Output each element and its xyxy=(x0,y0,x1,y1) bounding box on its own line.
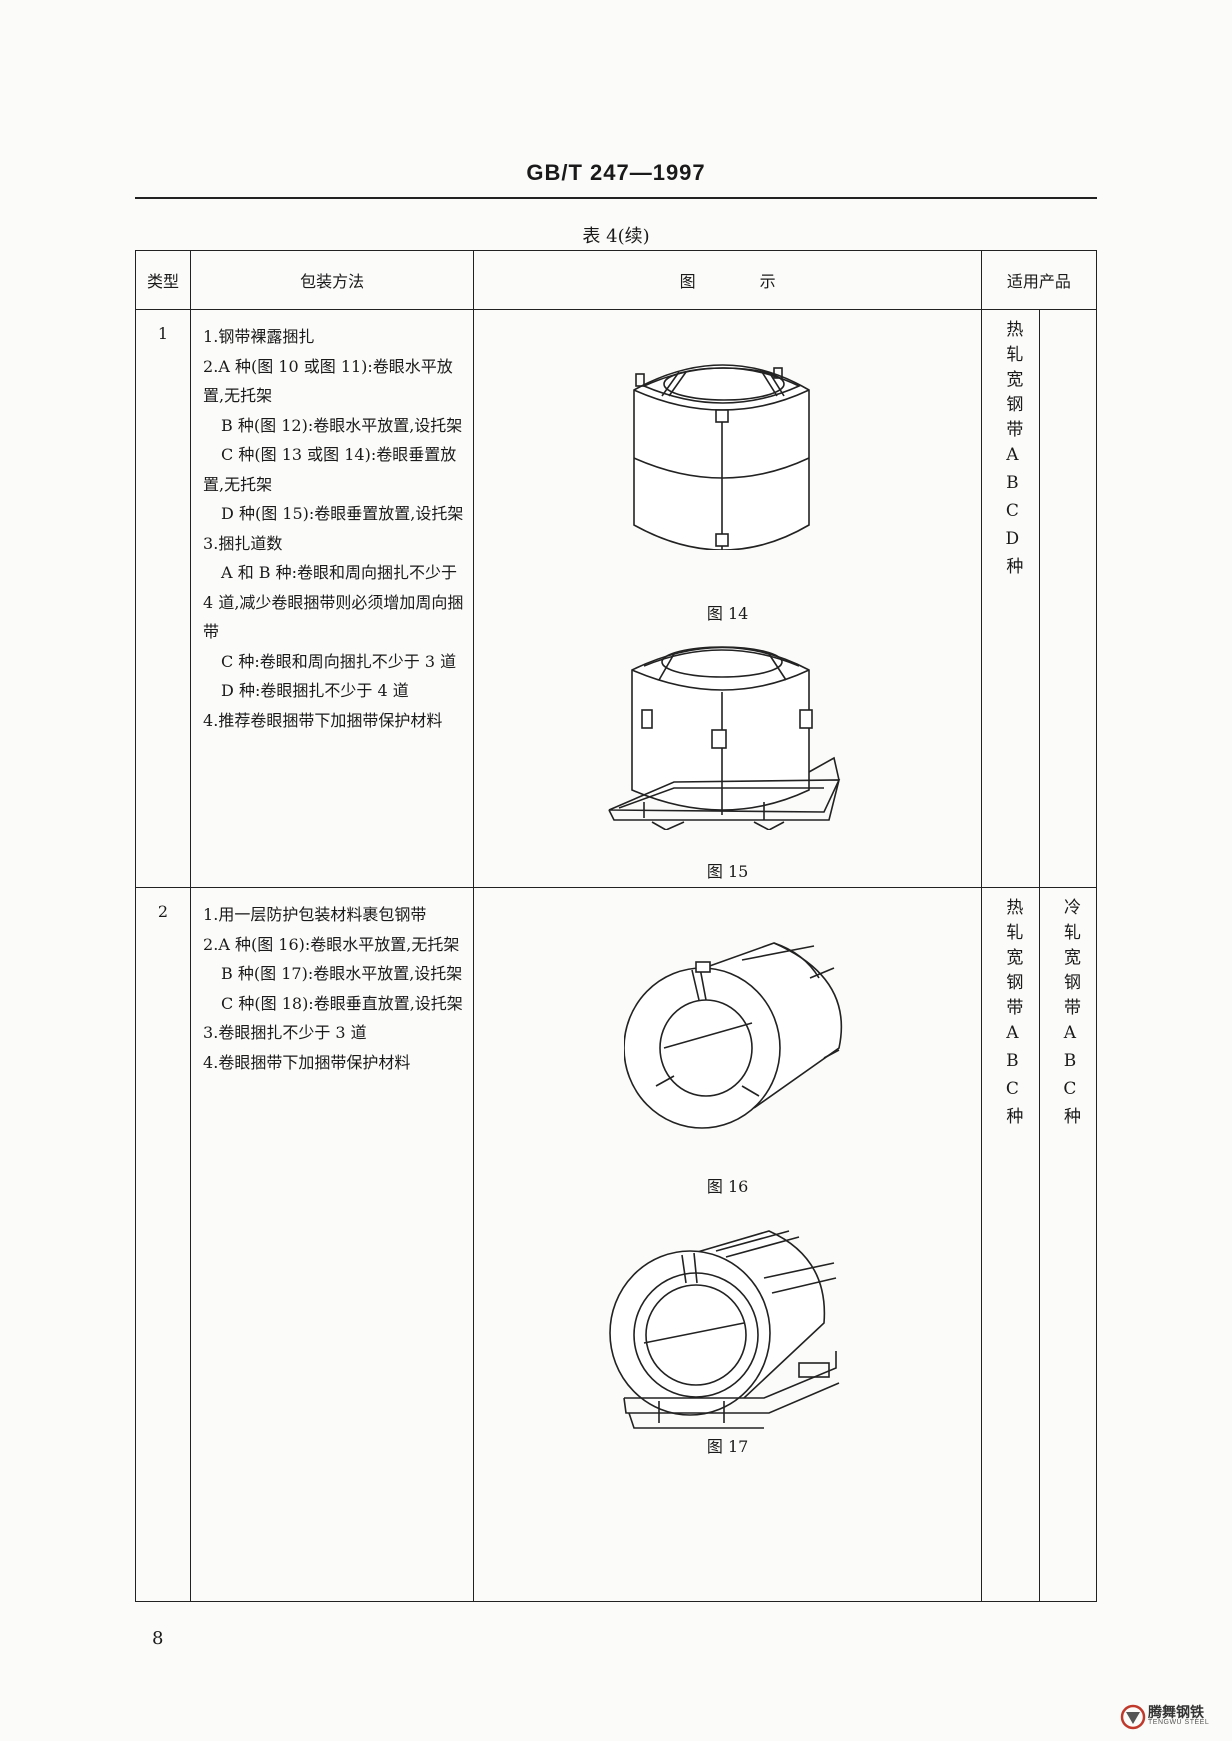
header-figure: 图 示 xyxy=(473,250,982,310)
method-line: 4.推荐卷眼捆带下加捆带保护材料 xyxy=(203,710,443,730)
row1-product-hot: 热轧宽钢带ABCD种 xyxy=(980,309,1040,888)
company-logo: 腾舞钢铁 TENGWU STEEL xyxy=(1120,1702,1230,1732)
logo-english: TENGWU STEEL xyxy=(1148,1719,1210,1726)
method-line: B 种(图 17):卷眼水平放置,设托架 xyxy=(221,964,463,983)
header-products: 适用产品 xyxy=(980,250,1098,310)
row2-method: 1.用一层防护包装材料裹包钢带 2.A 种(图 16):卷眼水平放置,无托架 B… xyxy=(190,887,475,1602)
type-number: 1 xyxy=(157,324,169,343)
header-rule xyxy=(135,197,1097,199)
table-caption: 表 4(续) xyxy=(582,226,650,247)
method-line: 1.用一层防护包装材料裹包钢带 xyxy=(203,905,427,924)
method-line: 2.A 种(图 16):卷眼水平放置,无托架 xyxy=(203,934,460,954)
type-number: 2 xyxy=(157,902,169,921)
method-line: D 种:卷眼捆扎不少于 4 道 xyxy=(221,681,409,700)
method-line: 2.A 种(图 10 或图 11):卷眼水平放置,无托架 xyxy=(203,356,453,406)
row2-product-hot: 热轧宽钢带ABC种 xyxy=(980,887,1040,1602)
method-line: D 种(图 15):卷眼垂置放置,设托架 xyxy=(221,504,464,523)
figure-label: 图 17 xyxy=(706,1437,749,1456)
product-hot-rolled: 热轧宽钢带ABCD种 xyxy=(1002,320,1023,582)
header-method: 包装方法 xyxy=(190,250,475,310)
method-line: C 种:卷眼和周向捆扎不少于 3 道 xyxy=(221,651,457,671)
table-header-row: 类型 包装方法 图 示 适用产品 xyxy=(134,250,1098,310)
coil-horizontal-icon xyxy=(624,942,843,1129)
figure-label: 图 15 xyxy=(706,862,749,881)
method-line: C 种(图 13 或图 14):卷眼垂置放置,无托架 xyxy=(203,445,457,494)
row2-figures: 图 16 图 17 xyxy=(473,887,982,1602)
row1-method: 1.钢带裸露捆扎 2.A 种(图 10 或图 11):卷眼水平放置,无托架 B … xyxy=(190,309,475,888)
packaging-table: 类型 包装方法 图 示 适用产品 1 1.钢带裸露捆扎 2.A 种(图 10 或… xyxy=(134,250,1098,1602)
figure-label: 图 14 xyxy=(706,604,749,623)
method-line: 3.卷眼捆扎不少于 3 道 xyxy=(203,1023,367,1042)
standard-header: GB/T 247—1997 xyxy=(526,160,706,185)
page-number: 8 xyxy=(152,1628,164,1649)
coil-horizontal-pallet-icon xyxy=(609,1230,840,1429)
logo-name: 腾舞钢铁 xyxy=(1148,1704,1204,1720)
method-line: B 种(图 12):卷眼水平放置,设托架 xyxy=(221,415,463,435)
product-hot-rolled: 热轧宽钢带ABC种 xyxy=(1002,898,1023,1132)
product-cold-rolled: 冷轧宽钢带ABC种 xyxy=(1059,898,1080,1132)
header-type: 类型 xyxy=(134,250,192,310)
method-line: 1.钢带裸露捆扎 xyxy=(203,327,315,346)
tengwu-logo-icon xyxy=(1120,1704,1146,1730)
method-line: 4.卷眼捆带下加捆带保护材料 xyxy=(203,1052,411,1072)
row1-product-cold xyxy=(1038,309,1098,888)
row1-type: 1 xyxy=(134,309,192,888)
row2-type: 2 xyxy=(134,887,192,1602)
table-row: 2 1.用一层防护包装材料裹包钢带 2.A 种(图 16):卷眼水平放置,无托架… xyxy=(134,887,1098,1602)
method-line: 3.捆扎道数 xyxy=(203,533,283,553)
figure-label: 图 16 xyxy=(706,1177,749,1196)
coil-vertical-pallet-icon xyxy=(608,646,841,830)
row1-figures: 图 14 图 15 xyxy=(473,309,982,888)
table-row: 1 1.钢带裸露捆扎 2.A 种(图 10 或图 11):卷眼水平放置,无托架 … xyxy=(134,309,1098,888)
method-line: C 种(图 18):卷眼垂直放置,设托架 xyxy=(221,993,463,1013)
method-line: A 和 B 种:卷眼和周向捆扎不少于 4 道,减少卷眼捆带则必须增加周向捆带 xyxy=(203,563,464,641)
row2-product-cold: 冷轧宽钢带ABC种 xyxy=(1038,887,1098,1602)
coil-vertical-icon xyxy=(633,364,811,550)
